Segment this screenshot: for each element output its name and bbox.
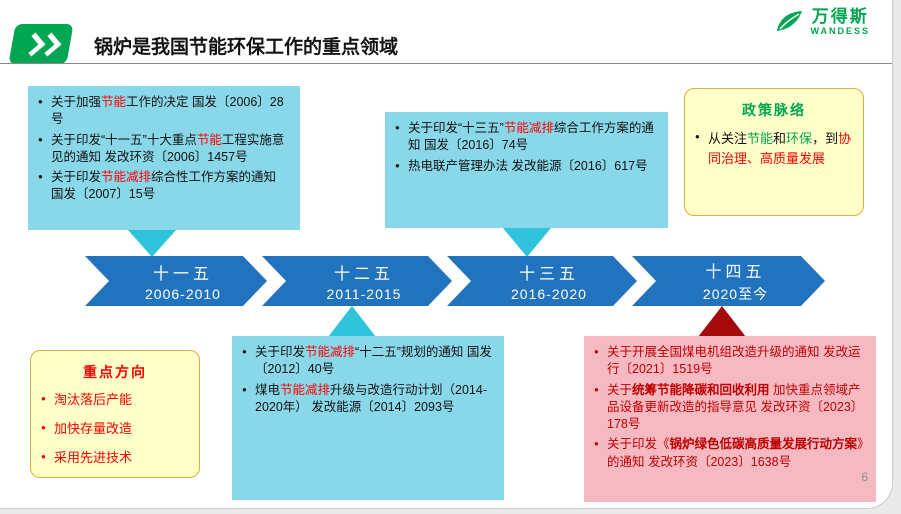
list-item: 关于印发节能减排综合性工作方案的通知 国发〔2007〕15号 xyxy=(38,169,290,204)
leaf-logo-icon xyxy=(777,11,803,32)
chevron-right-icon xyxy=(36,31,62,57)
wandess-logo: 万得斯 WANDESS xyxy=(774,7,870,37)
list-item: 关于印发《锅炉绿色低碳高质量发展行动方案》的通知 发改环资〔2023〕1638号 xyxy=(594,436,866,471)
arrow-years: 2016-2020 xyxy=(511,286,587,302)
text-segment: 节能减排 xyxy=(280,382,331,397)
list-item: 热电联产管理办法 发改能源〔2016〕617号 xyxy=(395,158,658,175)
page-number: 6 xyxy=(861,470,868,484)
text-segment: 》的通知 发改环资〔2023〕1638号 xyxy=(607,437,864,469)
callout-box-key-directions: 重点方向 淘汰落后产能加快存量改造采用先进技术 xyxy=(30,350,200,478)
text-segment: 加快重点领域产品设备更新改造的指导意见 发改环资〔2023〕178号 xyxy=(607,382,864,432)
text-segment: 节能减排 xyxy=(503,121,554,135)
arrow-label: 十三五 xyxy=(518,266,579,283)
text-segment: “十二五”规划的通知 国发〔2012〕40号 xyxy=(255,345,492,377)
text-segment: 淘汰落后产能 xyxy=(54,392,133,408)
list-item: 采用先进技术 xyxy=(41,449,189,467)
list-item: 加快存量改造 xyxy=(41,420,189,438)
text-segment: 节能 xyxy=(747,131,774,147)
arrow-label: 十一五 xyxy=(152,266,213,283)
text-segment: 关于 xyxy=(607,382,633,397)
logo-subtitle: WANDESS xyxy=(810,25,870,36)
connector-triangle-up-14th xyxy=(698,306,746,337)
list-item: 关于统筹节能降碳和回收利用 加快重点领域产品设备更新改造的指导意见 发改环资〔2… xyxy=(594,382,866,434)
policy-context-list: 从关注节能和环保，到协同治理、高质量发展 xyxy=(695,129,853,168)
text-segment: 和 xyxy=(773,131,787,147)
text-segment: 加快存量改造 xyxy=(54,421,133,437)
text-segment: 节能 xyxy=(101,95,127,109)
page-title: 锅炉是我国节能环保工作的重点领域 xyxy=(94,37,399,58)
text-segment: 统筹节能降碳和回收利用 xyxy=(632,382,770,397)
double-chevron-right-icon xyxy=(8,24,74,64)
callout-box-13th-plan: 关于印发“十三五”节能减排综合工作方案的通知 国发〔2016〕74号热电联产管理… xyxy=(385,112,668,228)
text-segment: 工程实施意见的通知 发改环资〔2006〕1457号 xyxy=(51,132,285,164)
arrow-years: 2011-2015 xyxy=(326,286,402,302)
text-segment: 煤电 xyxy=(255,382,281,397)
header-divider xyxy=(0,63,892,64)
list-item: 淘汰落后产能 xyxy=(41,391,189,409)
text-segment: 关于加强 xyxy=(51,95,102,109)
list-item: 关于开展全国煤电机组改造升级的通知 发改运行〔2021〕1519号 xyxy=(594,344,866,379)
list-item: 关于加强节能工作的决定 国发〔2006〕28号 xyxy=(38,94,290,129)
text-segment: 工作的决定 国发〔2006〕28号 xyxy=(51,95,284,127)
list-item: 从关注节能和环保，到协同治理、高质量发展 xyxy=(695,129,853,168)
list-item: 煤电节能减排升级与改造行动计划（2014-2020年） 发改能源〔2014〕20… xyxy=(242,382,494,417)
arrow-years: 2006-2010 xyxy=(145,286,221,302)
list-item: 关于印发节能减排“十二五”规划的通知 国发〔2012〕40号 xyxy=(242,344,494,379)
timeline-arrow-11th-plan: 十一五 2006-2010 xyxy=(85,256,267,306)
policy-context-title: 政策脉络 xyxy=(742,102,806,118)
text-segment: 关于印发 xyxy=(255,345,306,359)
logo-name: 万得斯 xyxy=(811,7,869,26)
text-segment: 采用先进技术 xyxy=(54,450,133,466)
arrow-label: 十四五 xyxy=(705,264,766,281)
text-segment: 关于印发“十三五” xyxy=(408,121,504,135)
text-segment: 升级与改造行动计划（2014-2020年） 发改能源〔2014〕2093号 xyxy=(255,382,488,414)
text-segment: 从关注 xyxy=(708,131,748,147)
timeline-arrow-14th-plan: 十四五 2020至今 xyxy=(632,256,825,306)
logo-text: 万得斯 WANDESS xyxy=(810,7,870,37)
policy-doc-list-13th: 关于印发“十三五”节能减排综合工作方案的通知 国发〔2016〕74号热电联产管理… xyxy=(395,120,658,175)
key-directions-list: 淘汰落后产能加快存量改造采用先进技术 xyxy=(41,391,189,467)
text-segment: 关于印发《 xyxy=(607,437,670,452)
text-segment: 锅炉绿色低碳高质量发展行动方案 xyxy=(669,437,858,452)
text-segment: 热电联产管理办法 发改能源〔2016〕617号 xyxy=(408,158,648,173)
text-segment: 协同治理、高质量发展 xyxy=(708,131,852,166)
callout-box-11th-plan: 关于加强节能工作的决定 国发〔2006〕28号关于印发“十一五”十大重点节能工程… xyxy=(28,86,300,230)
text-segment: 关于开展全国煤电机组改造升级的通知 发改运行〔2021〕1519号 xyxy=(607,345,861,377)
arrow-years: 2020至今 xyxy=(702,286,769,302)
text-segment: 节能减排 xyxy=(305,345,356,359)
timeline-arrow-13th-plan: 十三五 2016-2020 xyxy=(447,256,637,306)
text-segment: 节能 xyxy=(196,132,222,147)
key-directions-title: 重点方向 xyxy=(83,364,147,380)
policy-doc-list-14th: 关于开展全国煤电机组改造升级的通知 发改运行〔2021〕1519号关于统筹节能降… xyxy=(594,344,866,471)
timeline-arrow-12th-plan: 十二五 2011-2015 xyxy=(262,256,452,306)
text-segment: 综合工作方案的通知 国发〔2016〕74号 xyxy=(408,121,654,153)
text-segment: ，到 xyxy=(812,131,839,147)
connector-triangle-down-11th xyxy=(128,230,176,257)
callout-box-policy-context: 政策脉络 从关注节能和环保，到协同治理、高质量发展 xyxy=(684,88,864,216)
text-segment: 环保 xyxy=(786,131,813,147)
arrow-label: 十二五 xyxy=(333,266,394,283)
policy-doc-list-11th: 关于加强节能工作的决定 国发〔2006〕28号关于印发“十一五”十大重点节能工程… xyxy=(38,94,290,204)
list-item: 关于印发“十一五”十大重点节能工程实施意见的通知 发改环资〔2006〕1457号 xyxy=(38,132,290,167)
text-segment: 综合性工作方案的通知 国发〔2007〕15号 xyxy=(51,170,277,202)
connector-triangle-down-13th xyxy=(503,228,551,257)
text-segment: 关于印发“十一五”十大重点 xyxy=(51,132,197,147)
connector-triangle-up-12th xyxy=(328,306,376,337)
text-segment: 关于印发 xyxy=(51,170,102,184)
list-item: 关于印发“十三五”节能减排综合工作方案的通知 国发〔2016〕74号 xyxy=(395,120,658,155)
callout-box-12th-plan: 关于印发节能减排“十二五”规划的通知 国发〔2012〕40号煤电节能减排升级与改… xyxy=(232,336,504,500)
policy-doc-list-12th: 关于印发节能减排“十二五”规划的通知 国发〔2012〕40号煤电节能减排升级与改… xyxy=(242,344,494,416)
text-segment: 节能减排 xyxy=(101,170,152,184)
callout-box-14th-plan: 关于开展全国煤电机组改造升级的通知 发改运行〔2021〕1519号关于统筹节能降… xyxy=(584,336,876,502)
